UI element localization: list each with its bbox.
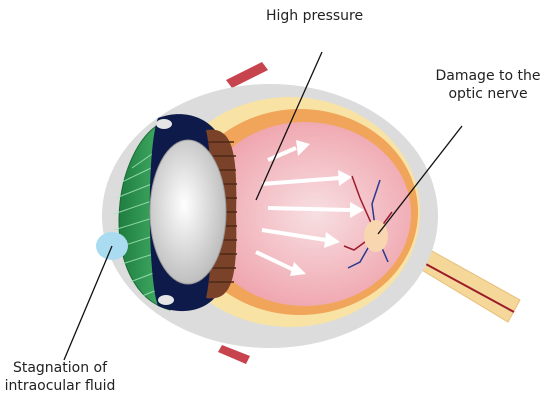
- label-damage-line2: optic nerve: [418, 85, 558, 103]
- label-high-pressure: High pressure: [266, 7, 363, 25]
- label-stagnation-line1: Stagnation of: [0, 359, 120, 377]
- label-fluid-stagnation: Stagnation of intraocular fluid: [0, 359, 120, 395]
- label-high-pressure-text: High pressure: [266, 7, 363, 25]
- label-damage-line1: Damage to the: [418, 67, 558, 85]
- lens: [150, 140, 226, 284]
- pointer-stagnation: [64, 246, 112, 360]
- label-stagnation-line2: intraocular fluid: [0, 377, 120, 395]
- label-optic-nerve-damage: Damage to the optic nerve: [418, 67, 558, 103]
